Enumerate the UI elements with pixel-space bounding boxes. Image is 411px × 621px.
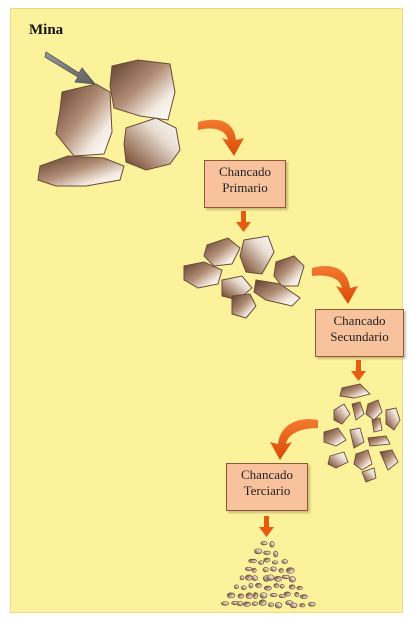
stage-box-primary: Chancado Primario (204, 160, 286, 208)
fine-rock (274, 551, 278, 557)
fine-rock (308, 602, 315, 606)
fine-rock (284, 592, 290, 596)
stage-secondary-line2: Secundario (316, 329, 403, 345)
fine-rock (289, 585, 295, 589)
stage-box-secondary: Chancado Secundario (315, 309, 404, 357)
fine-rock (249, 583, 253, 588)
flow-arrow-1-icon (198, 120, 244, 156)
fine-rock (275, 603, 282, 609)
stage-box-tertiary: Chancado Terciario (226, 463, 308, 511)
flow-arrow-2-icon (312, 266, 358, 304)
fine-rock (264, 558, 270, 562)
fine-rock (238, 594, 244, 598)
fine-rock (270, 593, 277, 596)
fine-rock (246, 593, 252, 599)
fine-rocks (221, 542, 315, 609)
fine-rock (252, 576, 257, 581)
fine-rock (274, 584, 279, 588)
stage-tertiary-line2: Terciario (227, 483, 307, 499)
down-arrow-2-icon (351, 360, 366, 381)
fine-rock (272, 561, 277, 564)
small-rocks (324, 384, 400, 482)
mine-label: Mina (29, 22, 63, 39)
fine-rock (259, 600, 266, 606)
fine-rock (221, 602, 228, 606)
fine-rock (297, 586, 303, 589)
fine-rock (300, 604, 305, 607)
fine-rock (264, 586, 271, 590)
fine-rock (295, 592, 299, 596)
fine-rock (243, 602, 250, 606)
fine-rock (252, 602, 258, 606)
fine-rock (270, 542, 274, 548)
fine-rock (280, 585, 284, 589)
fine-rock (260, 593, 267, 598)
stage-tertiary-line1: Chancado (227, 467, 307, 483)
large-rocks (38, 60, 180, 186)
fine-rock (249, 559, 257, 563)
fine-rock (241, 586, 246, 590)
down-arrow-3-icon (259, 516, 274, 537)
fine-rock (267, 575, 274, 581)
fine-rock (252, 568, 256, 572)
mine-arrow-icon (45, 52, 95, 84)
fine-rock (245, 567, 252, 570)
stage-primary-line2: Primario (205, 180, 285, 196)
fine-rock (256, 583, 262, 587)
fine-rock (271, 567, 277, 571)
fine-rock (279, 569, 284, 573)
fine-rock (286, 568, 294, 574)
fine-rock (264, 551, 271, 554)
fine-rock (253, 593, 257, 599)
flow-arrow-3-icon (270, 419, 318, 460)
fine-rock (227, 593, 235, 598)
fine-rock (275, 576, 282, 581)
down-arrow-1-icon (236, 211, 251, 232)
fine-rock (261, 542, 267, 545)
stage-secondary-line1: Chancado (316, 313, 403, 329)
fine-rock (263, 568, 268, 572)
medium-rocks (184, 236, 304, 318)
fine-rock (245, 575, 252, 580)
fine-rock (282, 560, 288, 564)
fine-rock (234, 585, 238, 589)
fine-rock (240, 576, 244, 580)
fine-rock (290, 603, 297, 608)
fine-rock (268, 603, 273, 607)
fine-rock (282, 575, 289, 579)
fine-rock (289, 577, 295, 582)
fine-rock (237, 601, 243, 606)
stage-primary-line1: Chancado (205, 164, 285, 180)
fine-rock (255, 549, 262, 554)
fine-rock (300, 595, 307, 599)
fine-rock (259, 561, 264, 565)
